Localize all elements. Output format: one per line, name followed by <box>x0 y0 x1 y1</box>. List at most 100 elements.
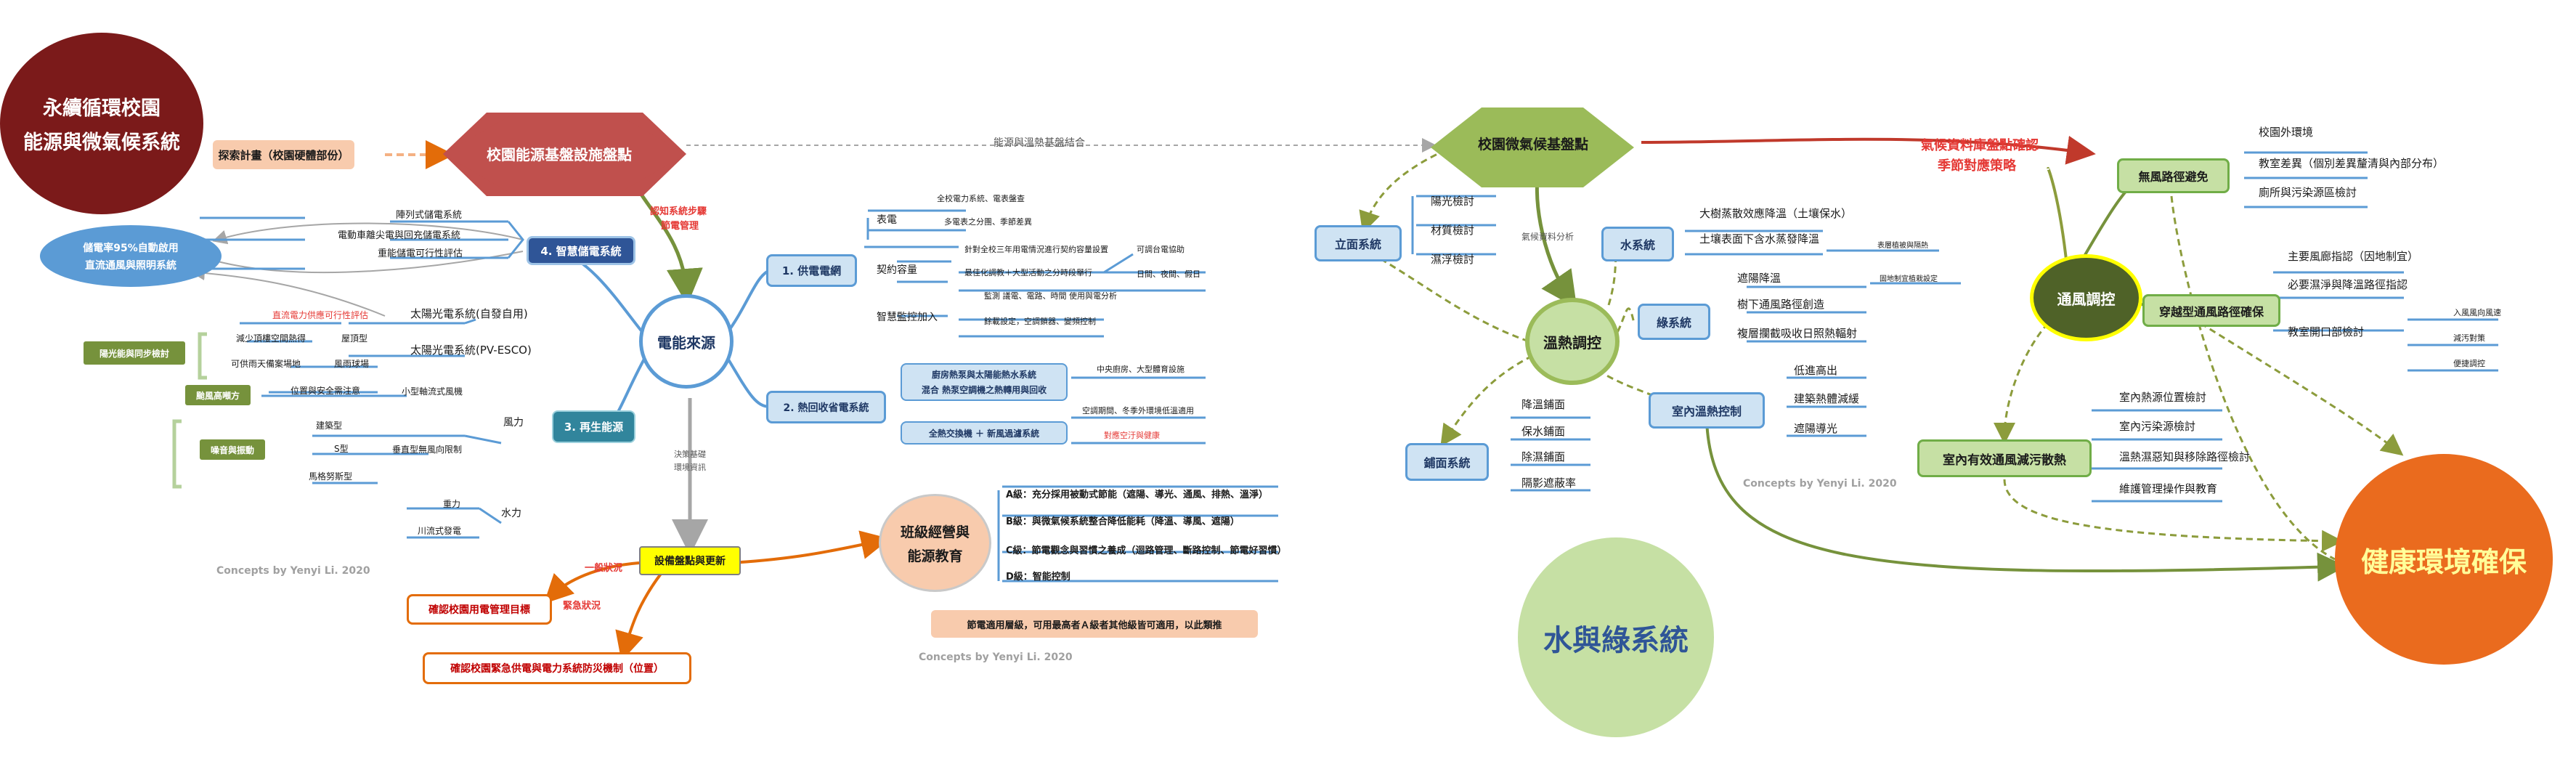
decision-1: 決策基礎 <box>674 450 706 459</box>
indoor-thermal-item-2: 建築熱體減緩 <box>1794 392 1860 405</box>
climate-base-diamond <box>1431 107 1634 187</box>
combine-label: 能源與溫熱基盤結合 <box>994 137 1085 149</box>
facade-item-2: 材質檢討 <box>1431 224 1475 237</box>
indoor-dispel-item-2: 室內污染源檢討 <box>2119 420 2196 433</box>
watermark-1: Concepts by Yenyi Li. 2020 <box>216 565 370 577</box>
cross-right-2: 減汚對策 <box>2453 333 2485 343</box>
s-type: S型 <box>334 444 349 454</box>
heat-right-1: 中央廚房、大型體育設施 <box>1097 365 1185 374</box>
build-type: 建築型 <box>316 421 343 431</box>
avoid-item-3: 廁所與污染源區檢討 <box>2259 186 2357 199</box>
levels-note: 節電適用層級，可用最高者Ａ級者其他級皆可適用，以此類推 <box>931 610 1258 638</box>
climate-data-line1: 氣候資料庫盤點確認 <box>1921 138 2039 153</box>
heat-item-2: 全熱交換機 ＋ 新風過濾系統 <box>901 421 1068 445</box>
avoid-item-2: 教室差異（個別差異釐清與內部分布） <box>2259 157 2445 170</box>
emergency-label: 緊急狀況 <box>563 601 601 612</box>
contract-right-1: 可調台電協助 <box>1137 245 1185 254</box>
roof-type: 屋頂型 <box>341 333 368 344</box>
indoor-thermal-node: 室內溫熱控制 <box>1649 392 1765 429</box>
level-d: D級：智能控制 <box>1006 572 1070 583</box>
class-mgmt: 班級經營與 能源教育 <box>879 494 991 592</box>
smart-item-2: 餘載設定，空調鎖器、變頻控制 <box>984 317 1096 326</box>
central-title: 永續循環校園 能源與微氣候系統 <box>0 33 203 214</box>
indoor-dispel-item-1: 室內熱源位置檢討 <box>2119 391 2207 404</box>
contract-item-2: 最佳化調教＋大型活動之分時段舉行 <box>964 268 1092 277</box>
heat-item-1: 廚房熱泵與太陽能熱水系統 混合 熱泵空調機之熱轉用與回收 <box>901 363 1068 401</box>
noise: 噪音與振動 <box>200 439 265 460</box>
heat-right-2b: 對應空汙與健康 <box>1104 431 1160 440</box>
decision-2: 環境資訊 <box>674 463 706 472</box>
climate-base-label: 校園微氣候基盤點 <box>1478 137 1589 153</box>
paving-item-2: 保水鋪面 <box>1521 425 1566 438</box>
indoor-dispel-item-4: 維護管理操作與教育 <box>2119 482 2218 495</box>
cross-right-3: 便捷調控 <box>2453 359 2485 368</box>
solar-esco: 太陽光電系統(PV-ESCO) <box>410 344 532 357</box>
avoid-node: 無風路徑避免 <box>2117 158 2230 193</box>
sun-side: 陽光能與同步檢討 <box>84 341 185 365</box>
small-wind: 小型軸流式風機 <box>402 386 463 397</box>
indoor-dispel-item-3: 溫熱濕惡知與移除路徑檢討 <box>2119 450 2251 463</box>
storage-item-2: 電動車離尖電與回充儲電系統 <box>338 230 461 241</box>
indoor-dispel-node: 室內有效通風減污散熱 <box>1917 439 2092 477</box>
health-node: 健康環境確保 <box>2335 454 2553 665</box>
water-item-2: 土壤表面下含水蒸發降溫 <box>1699 232 1820 245</box>
green-item-1: 遮陽降溫 <box>1737 272 1781 285</box>
wind-ball: 風雨球場 <box>334 359 370 369</box>
green-node: 綠系統 <box>1638 304 1710 340</box>
class-mgmt-line2: 能源教育 <box>907 548 963 564</box>
facade-item-3: 濕浮檢討 <box>1431 253 1475 266</box>
green-item-2: 樹下通風路徑創造 <box>1737 298 1825 311</box>
magnus: 馬格努斯型 <box>309 471 353 482</box>
water-right: 表層植被與隔熱 <box>1877 242 1928 250</box>
class-mgmt-line1: 班級經營與 <box>900 524 970 540</box>
smart-item-1: 監測 議電、電路、時間 使用與電分析 <box>984 291 1117 301</box>
energy-mgmt-line2: 節電管理 <box>661 221 699 232</box>
green-right: 固地制宜植栽設定 <box>1880 275 1938 283</box>
facade-item-1: 陽光檢討 <box>1431 195 1475 208</box>
confirm-emergency: 確認校園緊急供電與電力系統防災機制（位置） <box>423 652 691 684</box>
level-c: C級：節電觀念與習慣之養成（迴路管理、斷路控制、節電好習慣） <box>1006 545 1287 556</box>
cross-item-2: 必要濕淨與降溫路徑指認 <box>2288 278 2408 291</box>
water-item-1: 大樹蒸散效應降溫（土壤保水） <box>1699 207 1853 220</box>
renew-node: 3. 再生能源 <box>552 410 635 443</box>
water-green-system: 水與綠系統 <box>1518 537 1714 737</box>
wind-fail: 颱風高噸方 <box>185 385 251 405</box>
heat-item-1b: 混合 熱泵空調機之熱轉用與回收 <box>921 385 1047 395</box>
meter-item-1: 全校電力系統、電表盤查 <box>937 194 1025 203</box>
dc-eval: 直流電力供應可行性評估 <box>272 310 369 320</box>
climate-analysis: 氣候資料分析 <box>1521 232 1575 242</box>
energy-base-diamond <box>443 113 686 196</box>
indoor-thermal-item-3: 遮陽導光 <box>1794 422 1838 435</box>
confirm-general: 確認校園用電管理目標 <box>407 594 552 625</box>
smart-monitor: 智慧監控加入 <box>877 312 938 323</box>
cross-node: 穿越型通風路徑確保 <box>2142 294 2280 327</box>
reduce-shade: 減少頂樓空間熱得 <box>236 333 306 344</box>
avoid-item-1: 校園外環境 <box>2259 126 2314 139</box>
general-label: 一般狀況 <box>585 563 623 574</box>
storage-item-3: 重能儲電可行性評估 <box>378 248 463 259</box>
watermark-2: Concepts by Yenyi Li. 2020 <box>919 652 1073 663</box>
central-title-line2: 能源與微氣候系統 <box>23 131 180 154</box>
meter-item-2: 多電表之分團、季節差異 <box>944 217 1032 227</box>
cross-item-1: 主要風廊指認（因地制宜） <box>2288 250 2419 263</box>
energy-source: 電能來源 <box>639 294 734 389</box>
river-hydro: 川流式發電 <box>418 526 462 536</box>
heat-right-2a: 空調期間、冬季外環境低溫適用 <box>1082 406 1194 415</box>
storage-note-line1: 儲電率95%自動啟用 <box>83 242 179 254</box>
heat-node: 2. 熱回收省電系統 <box>766 391 886 423</box>
contract-item-1: 針對全校三年用電情況進行契約容量設置 <box>964 245 1108 254</box>
hydro: 水力 <box>501 508 521 519</box>
level-b: B級：與微氣候系統整合降低能耗（降溫、導風、遮陽） <box>1006 516 1240 527</box>
meter: 表電 <box>877 214 897 226</box>
thermal-node: 溫熱調控 <box>1525 298 1620 385</box>
watermark-3: Concepts by Yenyi Li. 2020 <box>1743 478 1897 490</box>
level-a: A級：充分採用被動式節能（遮陽、導光、通風、排熱、溫淨） <box>1006 490 1269 500</box>
location-safe: 位置與安全需注意 <box>290 386 361 396</box>
indoor-thermal-item-1: 低進高出 <box>1794 364 1838 377</box>
energy-base-label: 校園能源基盤設施盤點 <box>487 146 632 163</box>
climate-data-line2: 季節對應策略 <box>1938 158 2016 174</box>
explore-plan: 探索計畫（校園硬體部份） <box>213 140 354 169</box>
device-node: 設備盤點與更新 <box>639 546 741 575</box>
paving-item-1: 降溫鋪面 <box>1521 398 1566 411</box>
storage-note-line2: 直流通風與照明系統 <box>85 259 176 272</box>
